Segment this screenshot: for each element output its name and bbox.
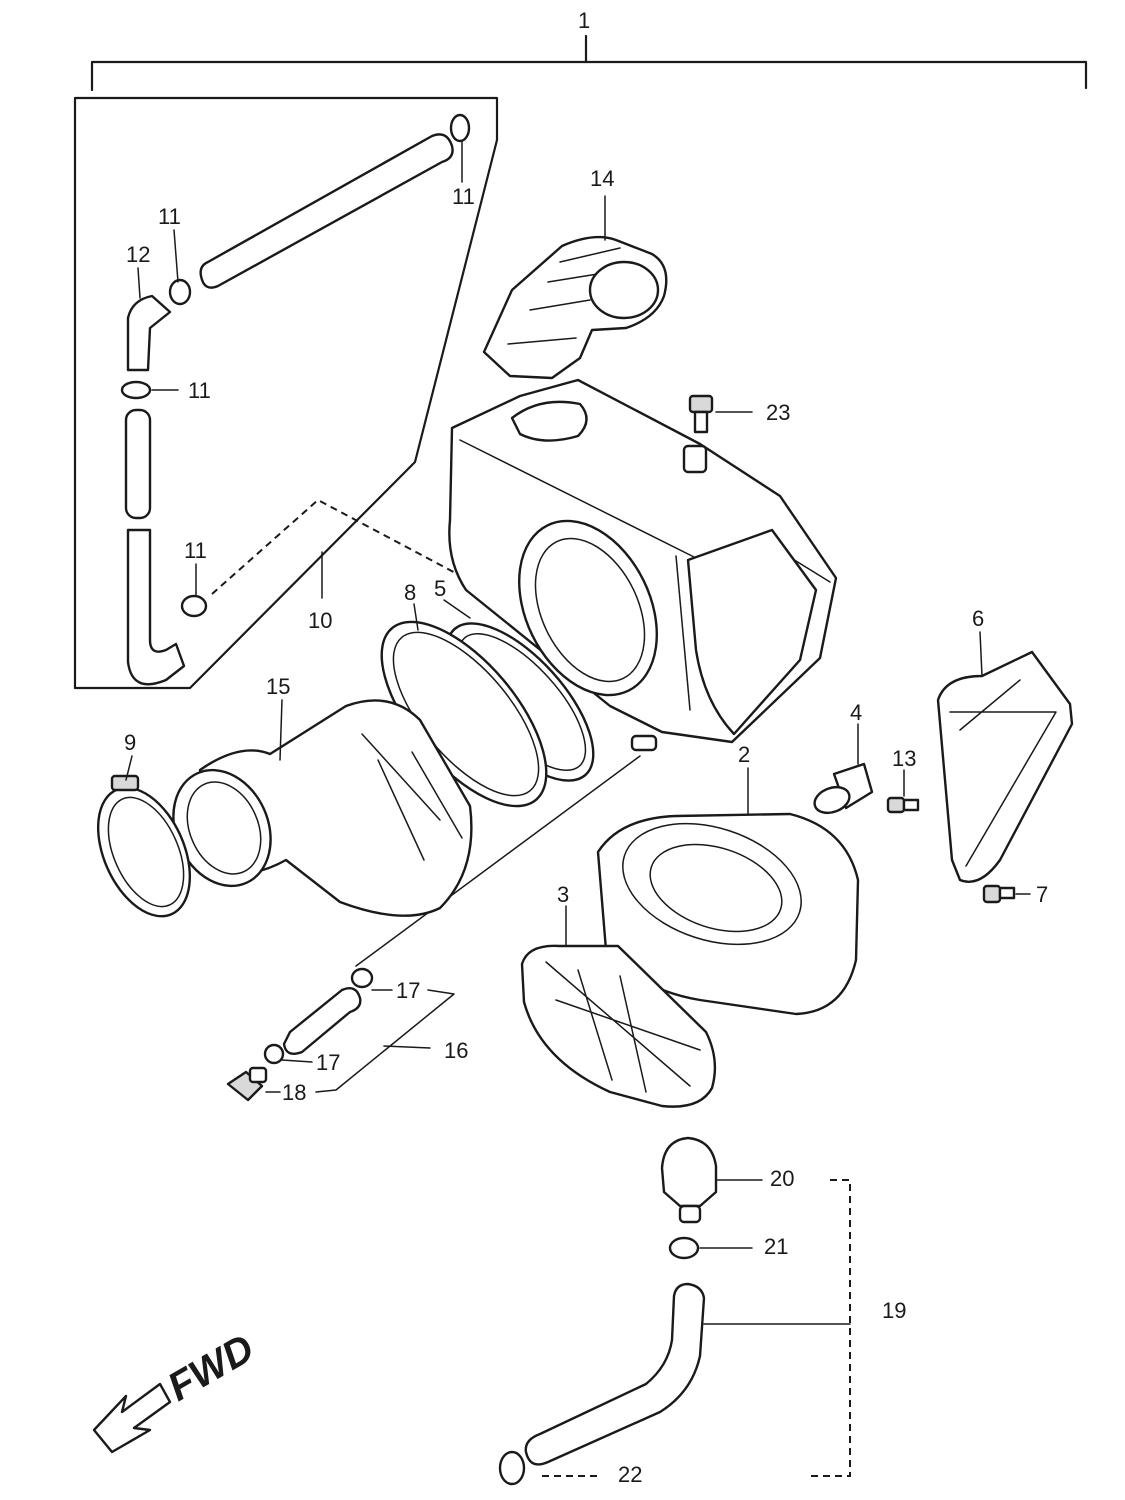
callout-11-b: 11 bbox=[158, 204, 181, 229]
callout-17-b: 17 bbox=[316, 1050, 340, 1075]
callout-19: 19 bbox=[882, 1298, 906, 1323]
breather-hose-middle bbox=[124, 408, 152, 520]
callout-6: 6 bbox=[972, 606, 984, 631]
callout-labels: 1 2 3 4 5 6 7 8 9 10 11 11 11 11 12 13 1… bbox=[124, 8, 1048, 1487]
callout-11-a: 11 bbox=[452, 184, 475, 209]
drain-hose-group bbox=[226, 967, 455, 1102]
forward-direction-arrow: FWD bbox=[92, 1326, 262, 1454]
air-cleaner-case bbox=[355, 378, 838, 967]
hose-leader-10 bbox=[211, 498, 511, 603]
breather-hose-lower bbox=[126, 528, 186, 686]
screw-icon bbox=[886, 769, 920, 814]
element-frame bbox=[520, 905, 717, 1108]
callout-21: 21 bbox=[764, 1234, 788, 1259]
callout-3: 3 bbox=[557, 882, 569, 907]
fwd-label: FWD bbox=[161, 1326, 262, 1410]
callout-17-a: 17 bbox=[396, 978, 420, 1003]
callout-11-d: 11 bbox=[184, 538, 207, 563]
callout-16: 16 bbox=[444, 1038, 468, 1063]
breather-group bbox=[498, 1136, 851, 1486]
intake-duct bbox=[482, 195, 668, 380]
hose-band bbox=[96, 755, 192, 918]
callout-10: 10 bbox=[308, 608, 332, 633]
callout-20: 20 bbox=[770, 1166, 794, 1191]
callout-23: 23 bbox=[766, 400, 790, 425]
callout-15: 15 bbox=[266, 674, 290, 699]
callout-11-c: 11 bbox=[188, 378, 211, 403]
screw-icon bbox=[982, 884, 1031, 904]
callout-12: 12 bbox=[126, 242, 150, 267]
elbow-joint bbox=[126, 294, 172, 372]
callout-8: 8 bbox=[404, 580, 416, 605]
case-cover bbox=[936, 631, 1074, 883]
breather-hose-group bbox=[73, 96, 499, 690]
outlet-tube bbox=[172, 699, 473, 917]
callout-4: 4 bbox=[850, 700, 862, 725]
bolt-icon bbox=[688, 394, 753, 434]
air-filter-element bbox=[596, 767, 860, 1016]
grommet bbox=[813, 723, 874, 815]
callout-7: 7 bbox=[1036, 882, 1048, 907]
hose-clamp-icon bbox=[120, 113, 471, 618]
callout-14: 14 bbox=[590, 166, 614, 191]
callout-18: 18 bbox=[282, 1080, 306, 1105]
callout-22: 22 bbox=[618, 1462, 642, 1487]
callout-2: 2 bbox=[738, 742, 750, 767]
callout-1: 1 bbox=[578, 8, 590, 33]
breather-hose-upper bbox=[199, 133, 454, 289]
callout-13: 13 bbox=[892, 746, 916, 771]
callout-9: 9 bbox=[124, 730, 136, 755]
callout-5: 5 bbox=[434, 576, 446, 601]
assembly-bracket-1 bbox=[90, 34, 1088, 92]
